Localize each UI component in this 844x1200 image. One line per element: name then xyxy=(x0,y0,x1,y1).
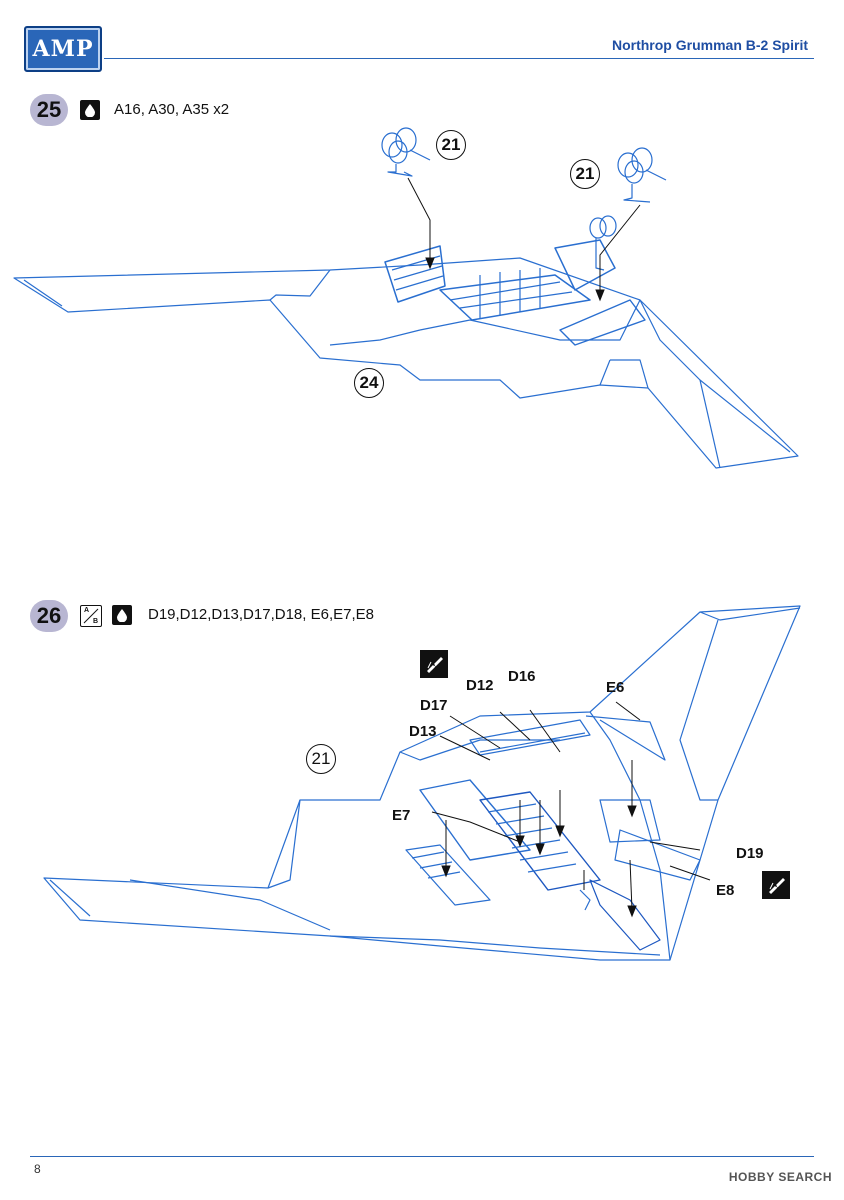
part-callout-d17: D17 xyxy=(420,697,448,714)
step-25-illustration xyxy=(13,127,799,469)
watermark: HOBBY SEARCH xyxy=(728,1170,832,1184)
step-ref-circle: 21 xyxy=(306,744,336,774)
header-divider xyxy=(104,58,814,59)
footer-divider xyxy=(30,1156,814,1157)
step-ref-circle: 21 xyxy=(570,159,600,189)
decal-b-label: B xyxy=(92,618,98,625)
paint-brush-icon xyxy=(762,871,790,899)
step-number-badge: 25 xyxy=(30,94,68,126)
amp-logo: AMP xyxy=(24,26,102,72)
part-callout-e8: E8 xyxy=(716,882,735,899)
step-parts-list: D19,D12,D13,D17,D18, E6,E7,E8 xyxy=(148,606,374,623)
part-callout-e7: E7 xyxy=(392,807,411,824)
step-ref-circle: 21 xyxy=(436,130,466,160)
part-callout-d12: D12 xyxy=(466,677,494,694)
step-number-badge: 26 xyxy=(30,600,68,632)
glue-drop-icon xyxy=(80,100,100,120)
part-callout-e6: E6 xyxy=(606,679,625,696)
step-parts-list: A16, A30, A35 x2 xyxy=(114,101,230,118)
step-ref-circle: 24 xyxy=(354,368,384,398)
part-callout-d13: D13 xyxy=(409,723,437,740)
paint-brush-icon xyxy=(420,650,448,678)
page-number: 8 xyxy=(34,1162,41,1176)
kit-title: Northrop Grumman B-2 Spirit xyxy=(611,37,808,53)
glue-drop-icon xyxy=(112,605,132,625)
decal-ab-icon: A B xyxy=(80,605,102,627)
step-26-illustration xyxy=(43,605,801,961)
decal-a-label: A xyxy=(84,607,90,614)
part-callout-d19: D19 xyxy=(736,845,764,862)
part-callout-d16: D16 xyxy=(508,668,536,685)
